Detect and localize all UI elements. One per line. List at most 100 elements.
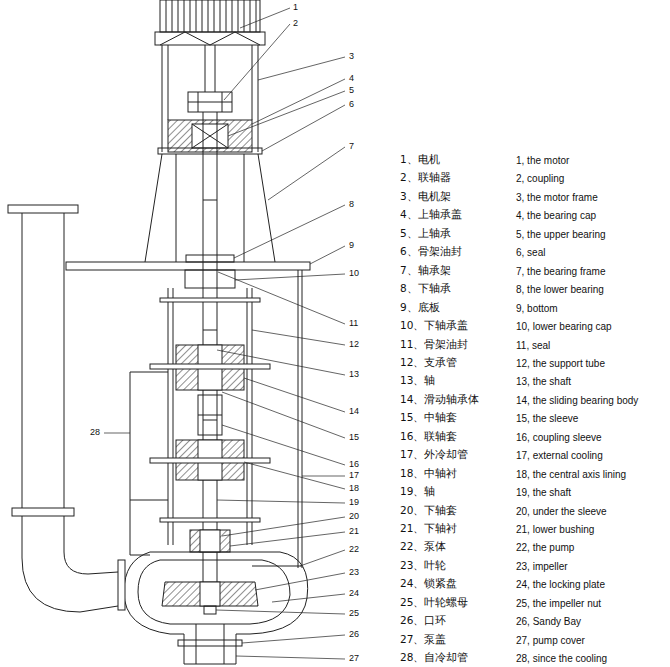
callout-number: 18 [349,484,359,494]
parts-list-en: 26, Sandy Bay [516,616,581,627]
callout-number: 4 [349,74,354,84]
drawing-part [310,246,345,264]
drawing-part [262,105,345,151]
parts-list-en: 15, the sleeve [516,413,578,424]
parts-list-zh: 10、下轴承盖 [400,320,468,332]
drawing-part [190,530,230,552]
parts-list-en: 27, pump cover [516,634,585,645]
parts-list-zh: 28、自冷却管 [400,652,468,664]
parts-list-zh: 17、外冷却管 [400,449,468,461]
callout-number: 19 [349,498,359,508]
drawing-part [104,433,130,434]
callout-number: 8 [349,200,354,210]
parts-list-en: 1, the motor [516,155,569,166]
parts-list-en: 23, impeller [516,560,568,571]
parts-list-zh: 11、骨架油封 [400,339,468,351]
callout-number: 27 [349,654,359,664]
parts-list-en: 18, the central axis lining [516,468,626,479]
callout-number: 2 [293,19,298,29]
drawing-part [302,476,345,477]
parts-list-en: 10, lower bearing cap [516,321,612,332]
drawing-part [234,205,345,258]
parts-list-zh: 20、下轴套 [400,505,457,517]
parts-list-zh: 12、支承管 [400,357,457,369]
drawing-part [168,288,252,545]
parts-list-zh: 19、轴 [400,486,435,498]
parts-list-en: 17, external cooling [516,450,603,461]
drawing-part [204,606,216,614]
drawing-part [240,8,290,28]
parts-list-en: 11, seal [516,339,550,350]
parts-list-zh: 7、轴承架 [400,265,451,277]
callout-number: 13 [349,370,359,380]
parts-list-en: 21, lower bushing [516,524,594,535]
drawing-part [185,270,235,288]
parts-list-en: 16, coupling sleeve [516,431,602,442]
callout-number: 24 [349,589,359,599]
drawing-part [12,508,74,516]
parts-list-zh: 5、上轴承 [400,228,451,240]
drawing-part [160,298,260,302]
parts-list-en: 28, since the cooling [516,653,607,664]
parts-list-zh: 9、底板 [400,302,440,314]
callout-number: 20 [349,512,359,522]
parts-list-zh: 8、下轴承 [400,283,451,295]
drawing-part [217,350,345,375]
parts-list-zh: 6、骨架油封 [400,246,462,258]
parts-list-zh: 15、中轴套 [400,413,457,425]
drawing-part [178,640,242,646]
parts-list-en: 7, the bearing frame [516,265,606,276]
drawing-part [130,372,168,555]
callout-number: 14 [349,407,359,417]
parts-list-zh: 3、电机架 [400,191,451,203]
callout-number: 15 [349,433,359,443]
parts-list-zh: 25、叶轮螺母 [400,597,468,609]
drawing-part [224,24,290,100]
drawing-part [66,262,310,270]
drawing-part [228,91,345,136]
parts-list-zh: 4、上轴承盖 [400,210,462,222]
parts-list-zh: 1、电机 [400,154,440,166]
parts-list-en: 24, the locking plate [516,579,605,590]
callout-number: 23 [349,568,359,578]
callout-number: 26 [349,630,359,640]
parts-list-en: 3, the motor frame [516,191,598,202]
parts-list-zh: 13、轴 [400,376,435,388]
drawing-part [218,272,345,324]
drawing-part [192,124,228,148]
callout-number: 11 [349,319,358,329]
drawing-part [252,330,345,345]
parts-list-zh: 21、下轴衬 [400,523,457,535]
drawing-part [200,530,220,552]
drawing-part [188,92,232,112]
callout-number: 16 [349,460,359,470]
drawing-part [200,582,220,606]
parts-list-en: 22, the pump [516,542,574,553]
callout-number: 7 [349,142,354,152]
drawing-part [118,560,125,610]
drawing-part [8,205,78,213]
parts-list-zh: 23、叶轮 [400,560,446,572]
drawing-part [235,274,345,280]
drawing-part [158,148,262,154]
parts-list-en: 20, under the sleeve [516,505,607,516]
drawing-part [160,0,260,32]
parts-list-zh: 16、联轴套 [400,431,457,443]
callout-number: 5 [349,86,354,96]
parts-list-en: 25, the impeller nut [516,597,601,608]
drawing-part [160,518,260,522]
drawing-part [155,32,265,45]
drawing-part [203,262,217,270]
leader-lines [104,8,345,659]
parts-list-zh: 14、滑动轴承体 [400,394,479,406]
parts-list-zh: 2、联轴器 [400,173,451,185]
parts-list-zh: 27、泵盖 [400,634,446,646]
parts-list-en: 2, coupling [516,173,564,184]
parts-list-en: 6, seal [516,247,545,258]
drawing-part [217,500,345,503]
drawing-part [252,79,345,124]
drawing-part [272,594,345,602]
drawing-part [150,364,270,369]
callout-number: 25 [349,609,359,619]
